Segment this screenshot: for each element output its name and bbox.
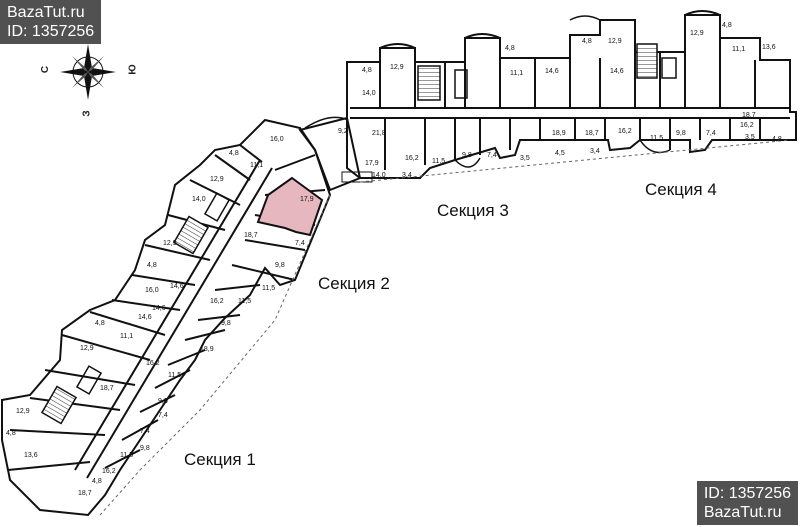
compass-west: З	[81, 110, 93, 117]
lift	[203, 192, 231, 222]
room-area-label: 17,9	[300, 196, 314, 203]
room-area-label: 16,0	[145, 287, 159, 294]
room-area-label: 7,4	[140, 428, 150, 435]
room-area-label: 11,5	[238, 298, 252, 305]
room-area-label: 12,9	[690, 30, 704, 37]
lift	[661, 57, 677, 79]
room-area-label: 9,8	[462, 152, 472, 159]
room-area-label: 4,8	[92, 478, 102, 485]
wing-horizontal	[346, 10, 797, 179]
watermark-id: ID: 1357256	[703, 485, 791, 502]
room-area-label: 11,5	[168, 372, 182, 379]
room-area-label: 9,8	[275, 262, 285, 269]
room-area-label: 9,8	[221, 320, 231, 327]
room-area-label: 21,8	[372, 130, 386, 137]
room-area-label: 7,4	[158, 412, 168, 419]
room-area-label: 4,8	[772, 136, 782, 143]
stairwell	[417, 65, 441, 101]
room-area-label: 14,6	[138, 314, 152, 321]
room-area-label: 4,8	[582, 38, 592, 45]
room-area-label: 12,9	[608, 38, 622, 45]
compass-south: Ю	[127, 64, 139, 75]
room-area-label: 7,4	[295, 240, 305, 247]
watermark-top-left: BazaTut.ru ID: 1357256	[0, 0, 102, 44]
room-area-label: 14,0	[192, 196, 206, 203]
room-area-label: 9,8	[140, 445, 150, 452]
highlighted-apartment	[256, 176, 324, 237]
room-area-label: 3,5	[520, 155, 530, 162]
room-area-label: 9,8	[676, 130, 686, 137]
room-area-label: 14,6	[152, 305, 166, 312]
stairwell	[40, 385, 78, 425]
room-area-label: 4,8	[229, 150, 239, 157]
section-3-label: Секция 3	[437, 201, 509, 220]
room-area-label: 4,8	[362, 67, 372, 74]
room-area-label: 4,8	[505, 45, 515, 52]
room-area-label: 7,4	[487, 152, 497, 159]
lift	[454, 69, 468, 99]
room-area-label: 11,1	[510, 70, 524, 77]
room-area-label: 11,5	[432, 158, 446, 165]
wing-connector	[298, 116, 362, 192]
room-area-label: 17,9	[365, 160, 379, 167]
section-1-label: Секция 1	[184, 450, 256, 469]
lift	[75, 365, 103, 395]
compass-north: С	[40, 65, 52, 74]
room-area-label: 16,2	[405, 155, 419, 162]
room-area-label: 4,8	[722, 22, 732, 29]
wing-diagonal	[1, 118, 332, 517]
room-area-label: 18,9	[552, 130, 566, 137]
watermark-bottom-right: ID: 1357256 BazaTut.ru	[696, 481, 798, 525]
room-area-label: 14,6	[610, 68, 624, 75]
room-area-label: 3,4	[590, 148, 600, 155]
room-area-label: 4,8	[6, 430, 16, 437]
room-area-label: 11,1	[732, 46, 746, 53]
room-area-label: 16,2	[102, 468, 116, 475]
room-area-label: 18,7	[742, 112, 756, 119]
room-area-label: 14,6	[545, 68, 559, 75]
room-area-label: 11,1	[120, 333, 134, 340]
room-area-label: 12,9	[16, 408, 30, 415]
room-area-label: 18,7	[100, 385, 114, 392]
room-area-label: 16,2	[210, 298, 224, 305]
room-area-label: 12,9	[80, 345, 94, 352]
room-area-label: 11,5	[262, 285, 276, 292]
room-area-label: 13,6	[24, 452, 38, 459]
room-area-label: 18,7	[585, 130, 599, 137]
room-area-label: 18,7	[244, 232, 258, 239]
section-2-label: Секция 2	[318, 274, 390, 293]
room-area-label: 9,2	[338, 128, 348, 135]
room-area-label: 14,6	[170, 283, 184, 290]
stairwell	[172, 215, 210, 255]
watermark-site: BazaTut.ru	[7, 4, 85, 21]
room-area-label: 14,0	[362, 90, 376, 97]
room-area-label: 14,0	[372, 172, 386, 179]
compass-rose	[60, 44, 116, 100]
room-area-label: 4,5	[555, 150, 565, 157]
room-area-label: 18,9	[200, 346, 214, 353]
room-area-label: 12,9	[390, 64, 404, 71]
room-area-label: 16,2	[146, 360, 160, 367]
room-area-label: 13,6	[762, 44, 776, 51]
room-area-label: 11,1	[250, 162, 264, 169]
room-area-label: 4,8	[95, 320, 105, 327]
room-area-label: 12,9	[210, 176, 224, 183]
room-area-label: 11,5	[120, 452, 134, 459]
room-area-label: 9,8	[158, 398, 168, 405]
room-area-label: 7,4	[706, 130, 716, 137]
room-area-label: 16,2	[618, 128, 632, 135]
room-area-label: 11,5	[650, 135, 664, 142]
watermark-id: ID: 1357256	[7, 23, 95, 40]
section-4-label: Секция 4	[645, 180, 717, 199]
room-area-label: 16,2	[740, 122, 754, 129]
room-area-label: 4,8	[147, 262, 157, 269]
room-area-label: 3,4	[402, 172, 412, 179]
room-area-label: 18,7	[78, 490, 92, 497]
stairwell	[636, 43, 658, 79]
watermark-site: BazaTut.ru	[703, 504, 782, 521]
room-area-label: 12,9	[163, 240, 177, 247]
room-area-label: 3,5	[745, 134, 755, 141]
room-area-label: 16,0	[270, 136, 284, 143]
